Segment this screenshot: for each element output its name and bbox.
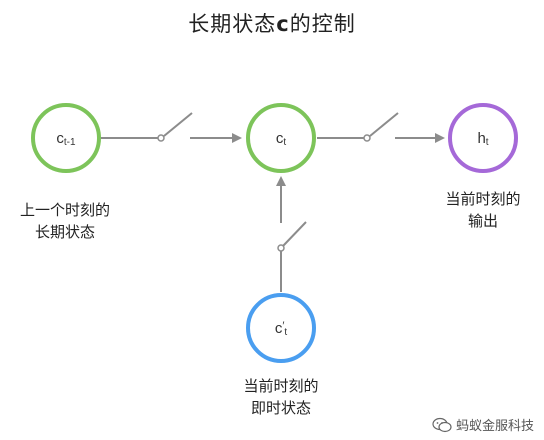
h-t-caption-line1: 当前时刻的 [445, 190, 521, 208]
c-prev-sub: t-1 [64, 137, 76, 148]
node-c-t: ct [246, 103, 316, 173]
h-t-caption: 当前时刻的 输出 [425, 188, 541, 232]
title-suffix: 的控制 [289, 12, 356, 36]
switch1-blade [163, 112, 193, 137]
diagram-title: 长期状态c的控制 [0, 8, 544, 38]
c-prev-main: c [56, 130, 64, 147]
switch3-blade [282, 221, 307, 247]
node-c-t-label: ct [276, 130, 287, 148]
c-prev-caption-line2: 长期状态 [34, 223, 95, 241]
node-h-t-label: ht [477, 130, 488, 148]
c-candidate-sup: ′ [282, 320, 284, 332]
wechat-logo-icon [432, 417, 452, 432]
c-candidate-main: c [275, 320, 283, 337]
node-c-t-circle [246, 103, 316, 173]
c-prev-caption-line1: 上一个时刻的 [19, 201, 110, 219]
switch2-blade [369, 112, 399, 137]
watermark-text: 蚂蚁金服科技 [455, 419, 534, 434]
switch3-pivot [277, 244, 285, 252]
title-prefix: 长期状态 [188, 12, 277, 36]
node-c-prev-label: ct-1 [56, 130, 76, 148]
c-candidate-sub: t [284, 327, 287, 338]
node-c-candidate: c′t [246, 293, 316, 363]
c-t-main: c [276, 130, 284, 147]
h-t-sub: t [486, 137, 489, 148]
node-c-prev: ct-1 [31, 103, 101, 173]
h-t-caption-line2: 输出 [467, 212, 498, 230]
node-c-prev-circle [31, 103, 101, 173]
node-c-candidate-label: c′t [275, 320, 288, 338]
c-candidate-caption-line1: 当前时刻的 [243, 377, 319, 395]
node-h-t: ht [448, 103, 518, 173]
h-t-main: h [477, 130, 485, 147]
c-t-sub: t [283, 137, 286, 148]
c-candidate-caption-line2: 即时状态 [250, 399, 311, 417]
node-h-t-circle [448, 103, 518, 173]
node-c-candidate-circle [246, 293, 316, 363]
c-prev-caption: 上一个时刻的 长期状态 [5, 199, 125, 243]
switch2-pivot [363, 134, 371, 142]
c-candidate-caption: 当前时刻的 即时状态 [220, 375, 342, 419]
switch1-pivot [157, 134, 165, 142]
watermark: 蚂蚁金服科技 [432, 415, 534, 434]
title-bold-c: c [276, 12, 290, 36]
